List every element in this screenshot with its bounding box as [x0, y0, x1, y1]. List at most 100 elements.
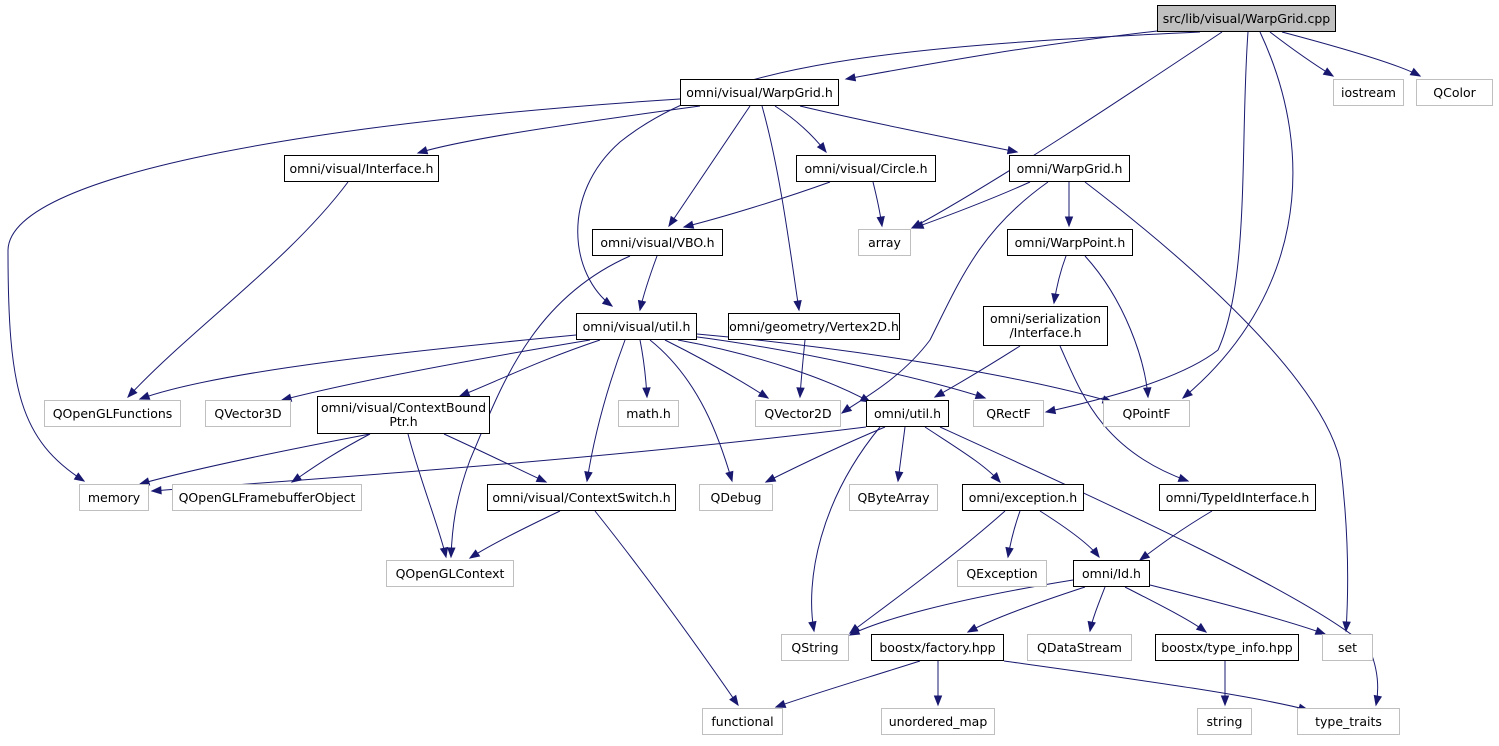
edge-arrowhead — [1064, 216, 1074, 228]
node-label: omni/TypeIdInterface.h — [1165, 489, 1310, 505]
node-label: memory — [87, 489, 141, 505]
edge-util-h-to-type-traits — [939, 426, 1383, 707]
edge-arrowhead — [439, 546, 449, 559]
node-qvector3d: QVector3D — [205, 400, 291, 427]
edge-arrowhead — [876, 216, 885, 228]
node-type-info-hpp[interactable]: boostx/type_info.hpp — [1155, 634, 1299, 661]
node-visual-vbo-h[interactable]: omni/visual/VBO.h — [592, 229, 723, 256]
node-contextswitch-h[interactable]: omni/visual/ContextSwitch.h — [487, 484, 676, 511]
edge-arrowhead — [844, 73, 857, 82]
node-factory-hpp[interactable]: boostx/factory.hpp — [871, 634, 1004, 661]
edge-arrowhead — [1087, 620, 1096, 633]
edge-exception-h-to-qexception — [1005, 510, 1021, 559]
edge-visual-util-h-to-qopenglfunctions — [138, 334, 577, 400]
node-qopenglcontext: QOpenGLContext — [386, 560, 514, 587]
node-label: omni/visual/Circle.h — [804, 160, 928, 176]
edge-warpgrid-h-to-warppoint-h — [1064, 182, 1074, 228]
edge-line — [677, 339, 871, 403]
edge-arrowhead — [757, 389, 770, 399]
node-serialization-interface-h[interactable]: omni/serialization /Interface.h — [983, 306, 1108, 346]
node-label: QOpenGLContext — [395, 565, 505, 581]
edge-line — [407, 433, 447, 558]
edge-arrowhead — [447, 547, 456, 559]
node-warpgrid-cpp[interactable]: src/lib/visual/WarpGrid.cpp — [1157, 5, 1336, 32]
edge-visual-util-h-to-contextboundptr-h — [458, 339, 601, 397]
node-warppoint-h[interactable]: omni/WarpPoint.h — [1007, 229, 1133, 256]
edge-line — [849, 579, 1074, 636]
edge-line — [967, 586, 1086, 633]
node-qdatastream: QDataStream — [1027, 634, 1132, 661]
node-visual-interface-h[interactable]: omni/visual/Interface.h — [284, 155, 439, 182]
edge-visual-warpgrid-h-to-warpgrid-h — [799, 105, 1019, 155]
edge-contextswitch-h-to-functional — [594, 510, 739, 707]
edge-arrowhead — [848, 626, 861, 636]
node-label: set — [1337, 639, 1358, 655]
edge-id-h-to-qstring — [848, 579, 1074, 636]
edge-arrowhead — [1181, 388, 1193, 399]
edge-visual-util-h-to-qvector2d — [664, 339, 770, 399]
node-qstring: QString — [781, 634, 849, 661]
edge-arrowhead — [668, 215, 678, 228]
node-qopenglfunctions: QOpenGLFunctions — [44, 400, 181, 427]
edge-line — [845, 30, 1158, 80]
edge-visual-warpgrid-h-to-visual-circle-h — [774, 105, 827, 154]
node-label: QByteArray — [857, 489, 930, 505]
edge-arrowhead — [808, 620, 817, 633]
edge-type-info-hpp-to-string — [1220, 661, 1230, 707]
edge-factory-hpp-to-type-traits — [1003, 660, 1310, 712]
edge-arrowhead — [138, 391, 151, 400]
edge-warpgrid-cpp-to-iostream — [1269, 31, 1335, 77]
edge-line — [1059, 345, 1189, 482]
edge-line — [664, 339, 769, 399]
edge-arrowhead — [1006, 145, 1019, 155]
node-contextboundptr-h[interactable]: omni/visual/ContextBound Ptr.h — [317, 396, 490, 434]
edge-arrowhead — [974, 391, 987, 400]
edge-arrowhead — [1342, 621, 1351, 633]
edge-visual-warpgrid-h-to-memory — [7, 98, 681, 482]
edge-line — [459, 339, 601, 397]
edge-warppoint-h-to-qpointf — [1084, 255, 1152, 399]
node-label: omni/Id.h — [1082, 565, 1141, 581]
edge-line — [924, 426, 1001, 483]
node-label: omni/WarpPoint.h — [1014, 234, 1126, 250]
edge-arrowhead — [1409, 67, 1422, 77]
edge-line — [1124, 586, 1207, 633]
node-label: omni/util.h — [873, 405, 942, 421]
node-qcolor: QColor — [1416, 79, 1493, 106]
node-id-h[interactable]: omni/Id.h — [1073, 560, 1150, 587]
edge-arrowhead — [458, 388, 471, 397]
edge-line — [668, 105, 751, 227]
node-label: string — [1206, 713, 1243, 729]
edge-contextboundptr-h-to-qopenglcontext — [407, 433, 449, 559]
edge-exception-h-to-id-h — [1039, 510, 1100, 559]
edge-arrowhead — [933, 388, 946, 398]
edge-vertex2d-h-to-qvector2d — [796, 339, 806, 399]
edge-line — [761, 105, 800, 311]
node-visual-util-h[interactable]: omni/visual/util.h — [576, 313, 697, 340]
node-unordered-map: unordered_map — [881, 708, 995, 735]
node-label: QOpenGLFramebufferObject — [178, 489, 356, 505]
node-visual-warpgrid-h[interactable]: omni/visual/WarpGrid.h — [680, 79, 839, 106]
edge-arrowhead — [764, 473, 777, 483]
node-util-h[interactable]: omni/util.h — [866, 400, 949, 427]
node-label: QString — [791, 639, 839, 655]
node-label: omni/visual/util.h — [582, 318, 691, 334]
node-vertex2d-h[interactable]: omni/geometry/Vertex2D.h — [728, 313, 900, 340]
node-label: omni/geometry/Vertex2D.h — [729, 318, 899, 334]
edge-typeidinterface-h-to-id-h — [1138, 510, 1213, 561]
edge-warpgrid-cpp-to-visual-warpgrid-h — [844, 30, 1158, 82]
edge-visual-util-h-to-qrectf — [689, 335, 987, 400]
edge-line — [1281, 31, 1421, 77]
node-visual-circle-h[interactable]: omni/visual/Circle.h — [796, 155, 936, 182]
edge-warpgrid-cpp-to-qrectf — [1044, 31, 1249, 415]
node-exception-h[interactable]: omni/exception.h — [962, 484, 1084, 511]
edge-arrowhead — [416, 146, 429, 155]
edge-visual-vbo-h-to-visual-util-h — [637, 255, 658, 312]
edge-arrowhead — [1143, 387, 1152, 399]
node-typeidinterface-h[interactable]: omni/TypeIdInterface.h — [1159, 484, 1316, 511]
node-label: omni/visual/Interface.h — [289, 160, 434, 176]
edge-line — [151, 426, 867, 492]
node-warpgrid-h[interactable]: omni/WarpGrid.h — [1009, 155, 1130, 182]
node-type-traits: type_traits — [1297, 708, 1400, 735]
edge-arrowhead — [1051, 293, 1060, 305]
